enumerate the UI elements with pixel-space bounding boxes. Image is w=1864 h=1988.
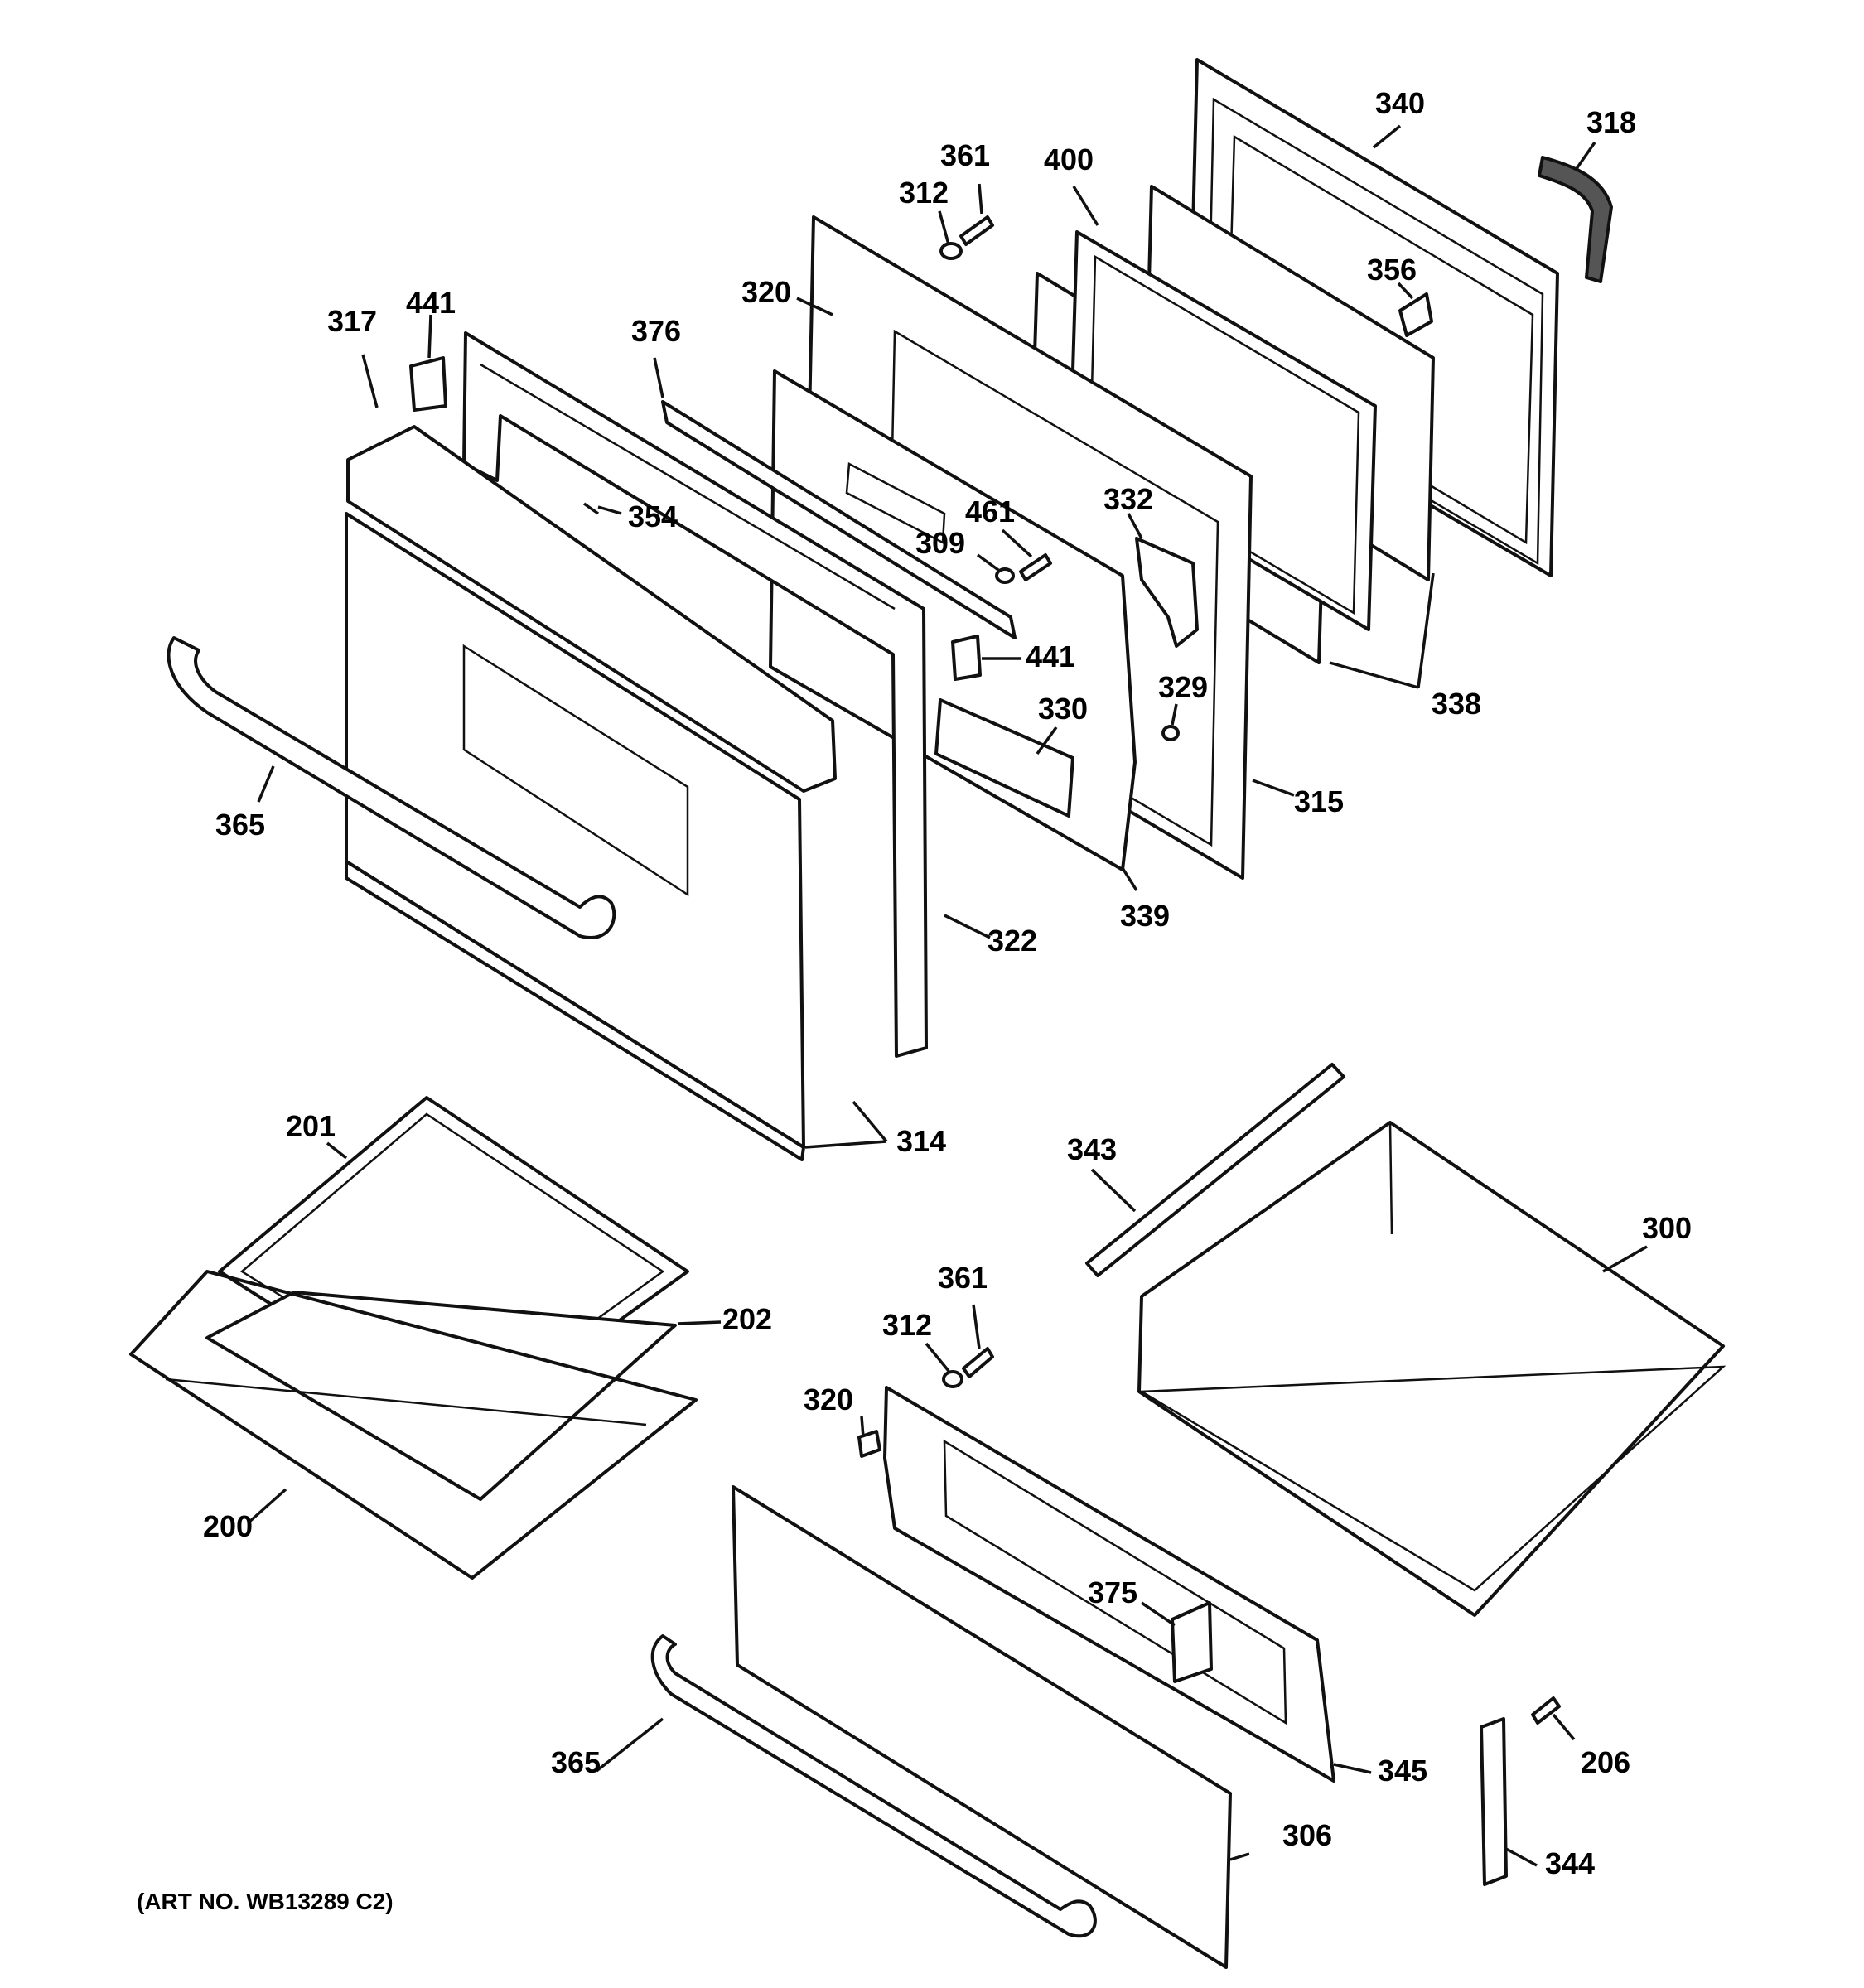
part-drawer-front (732, 1485, 1232, 1969)
callout-label-320: 320 (741, 275, 791, 309)
part-fastener-309 (995, 567, 1015, 584)
callout-label-330: 330 (1038, 692, 1088, 726)
callout-label-300: 300 (1642, 1211, 1692, 1245)
callout-label-206: 206 (1581, 1745, 1630, 1779)
callout-label-461: 461 (965, 495, 1015, 528)
part-drawer-front-inner (883, 1386, 1335, 1783)
callout-label-312: 312 (899, 176, 949, 210)
part-bracket-441-upper (409, 356, 447, 412)
part-bolt-361-top (959, 215, 994, 246)
callout-label-354: 354 (628, 499, 678, 533)
part-drawer-handle (650, 1634, 1097, 1938)
part-hinge-bar-376 (661, 400, 1017, 639)
callout-label-441: 441 (406, 286, 456, 320)
part-side-rail (1480, 1717, 1508, 1886)
callout-label-441: 441 (1026, 639, 1075, 673)
callout-label-200: 200 (203, 1509, 253, 1543)
part-fastener-461 (1019, 553, 1052, 581)
callout-label-314: 314 (896, 1124, 946, 1158)
part-insulation-332 (1135, 537, 1199, 648)
callout-label-365: 365 (215, 808, 265, 842)
part-washer-312-lower (942, 1370, 963, 1388)
callout-label-338: 338 (1432, 687, 1481, 721)
part-bracket-441-lower (951, 635, 982, 681)
callout-label-339: 339 (1120, 899, 1170, 933)
callout-label-365: 365 (551, 1745, 601, 1779)
part-drawer-box (1137, 1121, 1726, 1617)
callout-label-320: 320 (804, 1382, 853, 1416)
leader-lines (247, 124, 1648, 1867)
callout-label-312: 312 (882, 1308, 932, 1342)
part-broiler-pan (205, 1291, 677, 1501)
callout-label-343: 343 (1067, 1132, 1117, 1166)
callout-label-356: 356 (1367, 253, 1417, 287)
part-screw-354 (582, 502, 600, 515)
part-bracket-375 (1171, 1601, 1213, 1683)
callout-label-201: 201 (286, 1109, 336, 1143)
part-drawer-rail (1085, 1063, 1345, 1277)
art-number-caption: (ART NO. WB13289 C2) (137, 1889, 394, 1914)
callout-label-345: 345 (1378, 1754, 1427, 1788)
callout-label-306: 306 (1282, 1818, 1332, 1852)
part-clip-320-lower (857, 1430, 881, 1458)
callout-label-309: 309 (915, 526, 965, 560)
callout-label-376: 376 (631, 314, 681, 348)
callout-label-400: 400 (1044, 142, 1094, 176)
part-gasket-end (1538, 156, 1613, 283)
part-door-top-trim (346, 425, 837, 793)
callout-label-329: 329 (1158, 670, 1208, 704)
part-door-handle (167, 636, 616, 939)
part-bolt-361-lower (962, 1347, 994, 1378)
callout-label-375: 375 (1088, 1575, 1137, 1609)
part-screw-206 (1531, 1696, 1561, 1725)
part-clip-356 (1398, 292, 1433, 337)
callout-label-361: 361 (938, 1261, 988, 1295)
callout-label-332: 332 (1103, 482, 1153, 516)
callout-label-361: 361 (940, 138, 990, 172)
part-washer-312-top (939, 242, 963, 260)
part-outer-door (345, 512, 805, 1161)
callout-label-340: 340 (1375, 86, 1425, 120)
callout-label-322: 322 (988, 924, 1037, 958)
callout-label-202: 202 (722, 1302, 772, 1336)
callout-label-344: 344 (1545, 1846, 1595, 1880)
callout-label-315: 315 (1294, 784, 1344, 818)
callout-label-317: 317 (327, 304, 377, 338)
callout-label-318: 318 (1586, 105, 1636, 139)
part-oven-rack (129, 1270, 698, 1580)
part-screw-329 (1161, 725, 1180, 741)
